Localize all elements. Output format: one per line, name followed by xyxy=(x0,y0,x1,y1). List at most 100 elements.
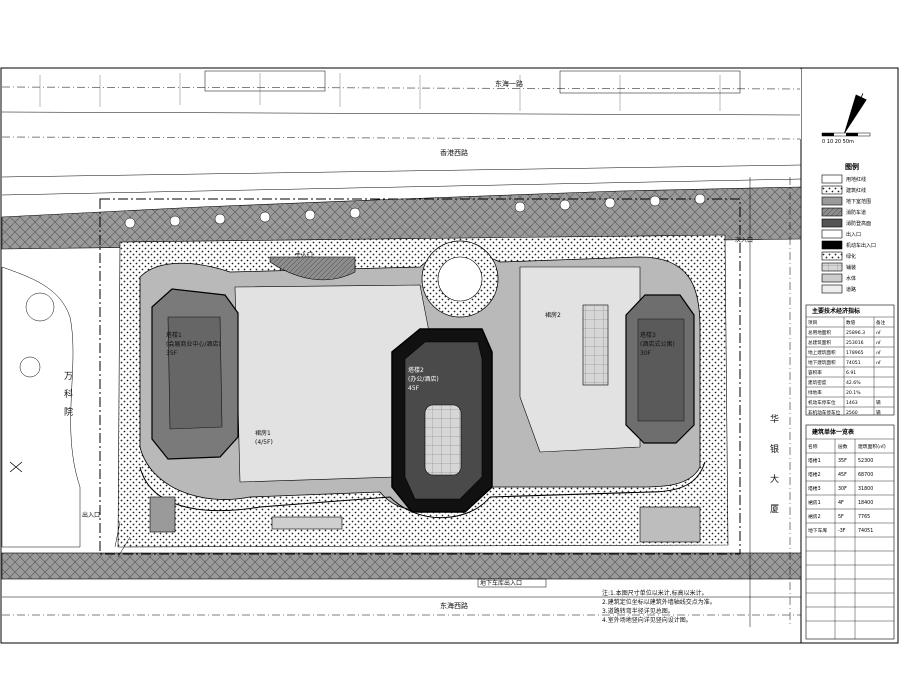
tech-table-cell: 74051 xyxy=(846,360,861,366)
road-label-north-a: 东海一路 xyxy=(495,79,523,88)
entrance-south-label: 出入口 xyxy=(82,511,100,519)
tech-table-cell: 绿地率 xyxy=(808,389,822,396)
schedule-cell: 塔楼2 xyxy=(808,471,821,478)
park-label-2: 科 xyxy=(64,388,73,400)
east-tower-note: 30F xyxy=(640,350,652,357)
east-tower-subtitle: (酒店式公寓) xyxy=(640,340,675,348)
west-tower-subtitle: (会展商业中心/酒店) xyxy=(166,340,221,348)
schedule-cell: 4F xyxy=(838,500,844,506)
tech-table-title: 主要技术经济指标 xyxy=(812,307,860,315)
schedule-cell: -3F xyxy=(838,528,846,534)
legend-item-label: 绿化 xyxy=(846,253,856,260)
schedule-title: 建筑单体一览表 xyxy=(812,428,855,436)
legend-swatch xyxy=(821,262,843,272)
general-notes: 注:1.本图尺寸单位以米计,标高以米计。 2.建筑定位坐标以建筑外墙轴线交点为准… xyxy=(602,589,716,624)
scale-bar: 0 10 20 50m xyxy=(821,132,871,145)
schedule-header: 名称 xyxy=(808,443,818,450)
north-tree-row xyxy=(124,193,706,229)
central-tower-title: 塔楼2 xyxy=(408,366,424,374)
skylight-grid xyxy=(582,304,609,386)
legend-swatch xyxy=(821,240,843,250)
tech-table-cell: 建筑密度 xyxy=(808,379,827,386)
south-ramp xyxy=(271,516,343,530)
site-plan-drawing: 东海一路 香港西路 东海西路 万 科 院 塔楼1 (会展商业中心/酒店) 35F… xyxy=(0,67,900,644)
north-existing-area xyxy=(1,69,801,140)
legend-item-label: 水体 xyxy=(846,275,856,282)
schedule-cell: 52300 xyxy=(858,458,873,464)
tech-table-cell: 178965 xyxy=(846,350,864,356)
tech-table-cell: 辆 xyxy=(876,409,881,416)
tech-table-cell: 1463 xyxy=(846,400,858,406)
legend-swatch xyxy=(821,185,843,195)
tech-table-cell: 辆 xyxy=(876,399,881,406)
east-road-char-3: 大 xyxy=(770,473,779,485)
west-tower-title: 塔楼1 xyxy=(166,331,182,339)
schedule-cell: 35F xyxy=(838,458,847,464)
tech-table-cell: ㎡ xyxy=(876,349,881,356)
legend-swatch xyxy=(821,284,843,294)
schedule-cell: 5F xyxy=(838,514,844,520)
tech-table-cell: 2560 xyxy=(846,410,858,416)
schedule-cell: 45F xyxy=(838,472,847,478)
tech-table-cell: 总用地面积 xyxy=(808,329,831,336)
tech-table-cell: 42.6% xyxy=(846,380,861,386)
legend-item-label: 消防登高面 xyxy=(846,220,871,227)
schedule-header: 建筑面积(㎡) xyxy=(858,443,886,450)
podium-2-roof xyxy=(519,266,641,453)
legend-swatch xyxy=(821,196,843,206)
svg-text:0 10 20 50m: 0 10 20 50m xyxy=(822,139,854,145)
schedule-cell: 18400 xyxy=(858,500,873,506)
central-tower-note: 45F xyxy=(408,385,420,392)
tech-table-cell: 容积率 xyxy=(808,369,822,376)
svg-text:注:1.本图尺寸单位以米计,标高以米计。: 注:1.本图尺寸单位以米计,标高以米计。 xyxy=(602,589,708,597)
legend-item-label: 地下室范围 xyxy=(846,198,871,205)
tech-table-cell: 地下建筑面积 xyxy=(808,359,836,366)
schedule-cell: 裙房2 xyxy=(808,513,821,520)
legend-swatch xyxy=(821,207,843,217)
west-landscape xyxy=(1,266,81,548)
entrance-east-label: 次入口 xyxy=(735,236,753,244)
tech-table-cell: 地上建筑面积 xyxy=(808,349,836,356)
tech-table-cell: 253016 xyxy=(846,340,864,346)
tech-table-cell: ㎡ xyxy=(876,329,881,336)
schedule-header: 层数 xyxy=(838,443,848,450)
ramp-label: 地下车库出入口 xyxy=(480,579,522,587)
central-tower-subtitle: (办公/酒店) xyxy=(408,375,439,383)
legend-swatch xyxy=(821,174,843,184)
legend-swatch xyxy=(821,218,843,228)
tech-table-header: 项目 xyxy=(808,320,817,326)
tech-table-cell: 6.91 xyxy=(846,370,856,376)
tech-table-cell: ㎡ xyxy=(876,339,881,346)
podium-title: 裙房1 xyxy=(255,429,271,437)
east-road-char-1: 华 xyxy=(770,413,779,425)
site-red-line xyxy=(99,198,741,555)
legend-item-label: 铺装 xyxy=(846,264,856,271)
east-tower-title: 塔楼3 xyxy=(640,331,656,339)
legend-item-label: 出入口 xyxy=(846,231,861,238)
east-road-char-4: 厦 xyxy=(770,504,779,515)
svg-text:2.建筑定位坐标以建筑外墙轴线交点为准。: 2.建筑定位坐标以建筑外墙轴线交点为准。 xyxy=(602,598,716,606)
tech-table-header: 备注 xyxy=(876,319,886,326)
legend-item-label: 用地红线 xyxy=(846,176,866,183)
schedule-cell: 68700 xyxy=(858,472,873,478)
legend-item-label: 机动车出入口 xyxy=(846,242,876,249)
legend-item-label: 消防车道 xyxy=(846,209,866,216)
tech-table-cell: 机动车停车位 xyxy=(808,399,836,406)
legend-title: 图例 xyxy=(845,162,859,171)
schedule-cell: 地下车库 xyxy=(808,527,827,534)
legend-swatch xyxy=(821,273,843,283)
podium-note: (4/5F) xyxy=(255,439,273,446)
tech-table-cell: ㎡ xyxy=(876,359,881,366)
schedule-cell: 7765 xyxy=(858,514,870,520)
entrance-north-label: 主入口 xyxy=(295,251,313,259)
park-label-3: 院 xyxy=(64,406,73,418)
podium-2-title: 裙房2 xyxy=(545,311,561,319)
schedule-cell: 74051 xyxy=(858,528,873,534)
legend-swatch xyxy=(821,251,843,261)
schedule-table xyxy=(805,424,895,640)
tech-table-cell: 非机动车停车位 xyxy=(808,409,841,416)
road-label-south: 东海西路 xyxy=(440,601,468,610)
south-sidewalk xyxy=(1,552,802,580)
tech-table-header: 数值 xyxy=(846,319,856,326)
